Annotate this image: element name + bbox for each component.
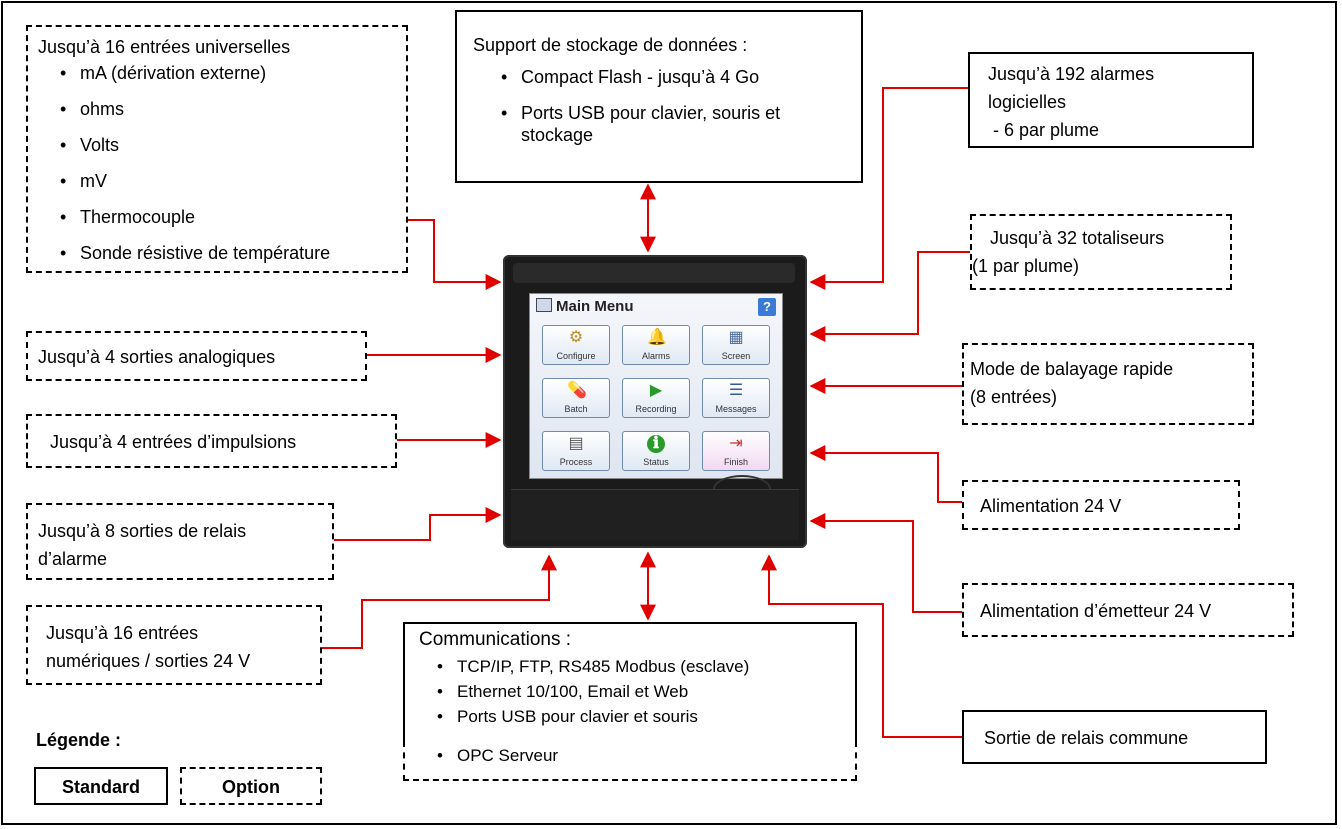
box-sorties-analogiques: Jusqu’à 4 sorties analogiques xyxy=(26,331,367,381)
tile-label: Finish xyxy=(723,457,748,467)
arrow-numeriques xyxy=(322,554,557,649)
list-item: ohms xyxy=(60,98,396,120)
arrow-entrees-universelles xyxy=(408,219,502,290)
impulsions-label: Jusqu’à 4 entrées d’impulsions xyxy=(50,432,297,452)
balayage-line1: Mode de balayage rapide xyxy=(970,359,1174,379)
legend-standard: Standard xyxy=(34,767,168,805)
list-item: Ports USB pour clavier, souris et xyxy=(501,102,861,124)
tile-process[interactable]: ▤ Process xyxy=(542,431,610,471)
relais-commune-label: Sortie de relais commune xyxy=(984,728,1189,748)
stockage-continuation: stockage xyxy=(521,125,594,145)
screen-grid-icon: ▦ xyxy=(728,329,744,346)
arrow-relais-alarme xyxy=(334,507,502,541)
tile-label: Process xyxy=(559,457,593,467)
legend-option: Option xyxy=(180,767,322,805)
pill-icon: 💊 xyxy=(567,382,587,399)
alarmes-line2: logicielles xyxy=(988,92,1067,112)
communications-title: Communications : xyxy=(419,629,572,650)
totaliseurs-line2: (1 par plume) xyxy=(972,256,1080,276)
tile-finish[interactable]: ⇥ Finish xyxy=(702,431,770,471)
tile-alarms[interactable]: 🔔 Alarms xyxy=(622,325,690,365)
tile-configure[interactable]: ⚙ Configure xyxy=(542,325,610,365)
alim-emetteur-label: Alimentation d’émetteur 24 V xyxy=(980,601,1212,621)
list-item: Compact Flash - jusqu’à 4 Go xyxy=(501,66,861,88)
box-communications: Communications : TCP/IP, FTP, RS485 Modb… xyxy=(403,622,857,743)
app-icon xyxy=(536,298,552,312)
device-bottom-panel xyxy=(511,489,799,540)
box-relais-alarme: Jusqu’à 8 sorties de relais d’alarme xyxy=(26,503,334,580)
tile-label: Recording xyxy=(635,404,677,414)
bell-icon: 🔔 xyxy=(647,329,667,346)
arrow-alarmes xyxy=(809,87,968,290)
legend-title: Légende : xyxy=(36,730,122,750)
list-item: Ethernet 10/100, Email et Web xyxy=(437,681,855,703)
list-item: mV xyxy=(60,170,396,192)
help-icon[interactable]: ? xyxy=(758,298,776,316)
box-numeriques: Jusqu’à 16 entrées numériques / sorties … xyxy=(26,605,322,685)
exit-door-icon: ⇥ xyxy=(729,435,743,452)
tile-label: Alarms xyxy=(641,351,670,361)
info-icon: ℹ xyxy=(647,435,665,453)
device-screen: Main Menu ? ⚙ Configure 🔔 Alarms ▦ Screen 💊… xyxy=(529,293,783,479)
tile-recording[interactable]: ▶ Recording xyxy=(622,378,690,418)
arrow-relais-commune xyxy=(761,554,962,738)
device-top-bezel xyxy=(513,263,795,283)
legend-standard-label: Standard xyxy=(61,777,140,797)
box-alimentation: Alimentation 24 V xyxy=(962,480,1240,530)
list-item: Sonde résistive de température xyxy=(60,242,396,264)
box-totaliseurs: Jusqu’à 32 totaliseurs (1 par plume) xyxy=(970,214,1232,290)
main-menu-title: Main Menu xyxy=(536,298,634,315)
tile-label: Configure xyxy=(556,351,596,361)
box-relais-commune: Sortie de relais commune xyxy=(962,710,1267,764)
messages-list-icon: ☰ xyxy=(728,382,744,399)
tile-batch[interactable]: 💊 Batch xyxy=(542,378,610,418)
arrow-totaliseurs xyxy=(809,251,970,342)
balayage-line2: (8 entrées) xyxy=(970,387,1058,407)
relais-alarme-line2: d’alarme xyxy=(38,549,108,569)
tile-label: Status xyxy=(643,457,669,467)
box-stockage: Support de stockage de données : Compact… xyxy=(455,10,863,183)
box-alarmes: Jusqu’à 192 alarmes logicielles - 6 par … xyxy=(968,52,1254,148)
communications-option-item: •OPC Serveur xyxy=(437,746,559,765)
box-impulsions: Jusqu’à 4 entrées d’impulsions xyxy=(26,414,397,468)
numeriques-line2: numériques / sorties 24 V xyxy=(46,651,251,671)
list-item: mA (dérivation externe) xyxy=(60,62,396,84)
relais-alarme-line1: Jusqu’à 8 sorties de relais xyxy=(38,521,247,541)
tile-label: Batch xyxy=(564,404,588,414)
list-item: Ports USB pour clavier et souris xyxy=(437,706,855,728)
tile-label: Messages xyxy=(715,404,757,414)
legend-option-label: Option xyxy=(222,777,280,797)
tile-messages[interactable]: ☰ Messages xyxy=(702,378,770,418)
box-entrees-universelles: Jusqu’à 16 entrées universelles mA (déri… xyxy=(26,25,408,273)
record-icon: ▶ xyxy=(649,382,663,399)
sorties-analogiques-label: Jusqu’à 4 sorties analogiques xyxy=(38,347,276,367)
numeriques-line1: Jusqu’à 16 entrées xyxy=(46,623,199,643)
list-item: Volts xyxy=(60,134,396,156)
recorder-device: Main Menu ? ⚙ Configure 🔔 Alarms ▦ Screen 💊… xyxy=(503,255,807,548)
list-item: TCP/IP, FTP, RS485 Modbus (esclave) xyxy=(437,656,855,678)
calculator-icon: ▤ xyxy=(568,435,584,452)
box-communications-option: •OPC Serveur xyxy=(403,741,857,781)
alarmes-line3: - 6 par plume xyxy=(988,120,1100,140)
totaliseurs-line1: Jusqu’à 32 totaliseurs xyxy=(990,228,1165,248)
alarmes-line1: Jusqu’à 192 alarmes xyxy=(988,64,1155,84)
opc-serveur-label: OPC Serveur xyxy=(457,746,559,765)
tile-screen[interactable]: ▦ Screen xyxy=(702,325,770,365)
entrees-universelles-title: Jusqu’à 16 entrées universelles xyxy=(38,37,291,57)
alimentation-label: Alimentation 24 V xyxy=(980,496,1122,516)
main-menu-label: Main Menu xyxy=(556,298,634,315)
arrow-alim-emetteur xyxy=(809,513,962,613)
gear-icon: ⚙ xyxy=(568,329,584,346)
list-item: Thermocouple xyxy=(60,206,396,228)
arrow-alimentation xyxy=(809,445,962,503)
box-alim-emetteur: Alimentation d’émetteur 24 V xyxy=(962,583,1294,637)
box-balayage: Mode de balayage rapide (8 entrées) xyxy=(962,343,1254,425)
tile-label: Screen xyxy=(721,351,751,361)
stockage-title: Support de stockage de données : xyxy=(473,35,748,55)
